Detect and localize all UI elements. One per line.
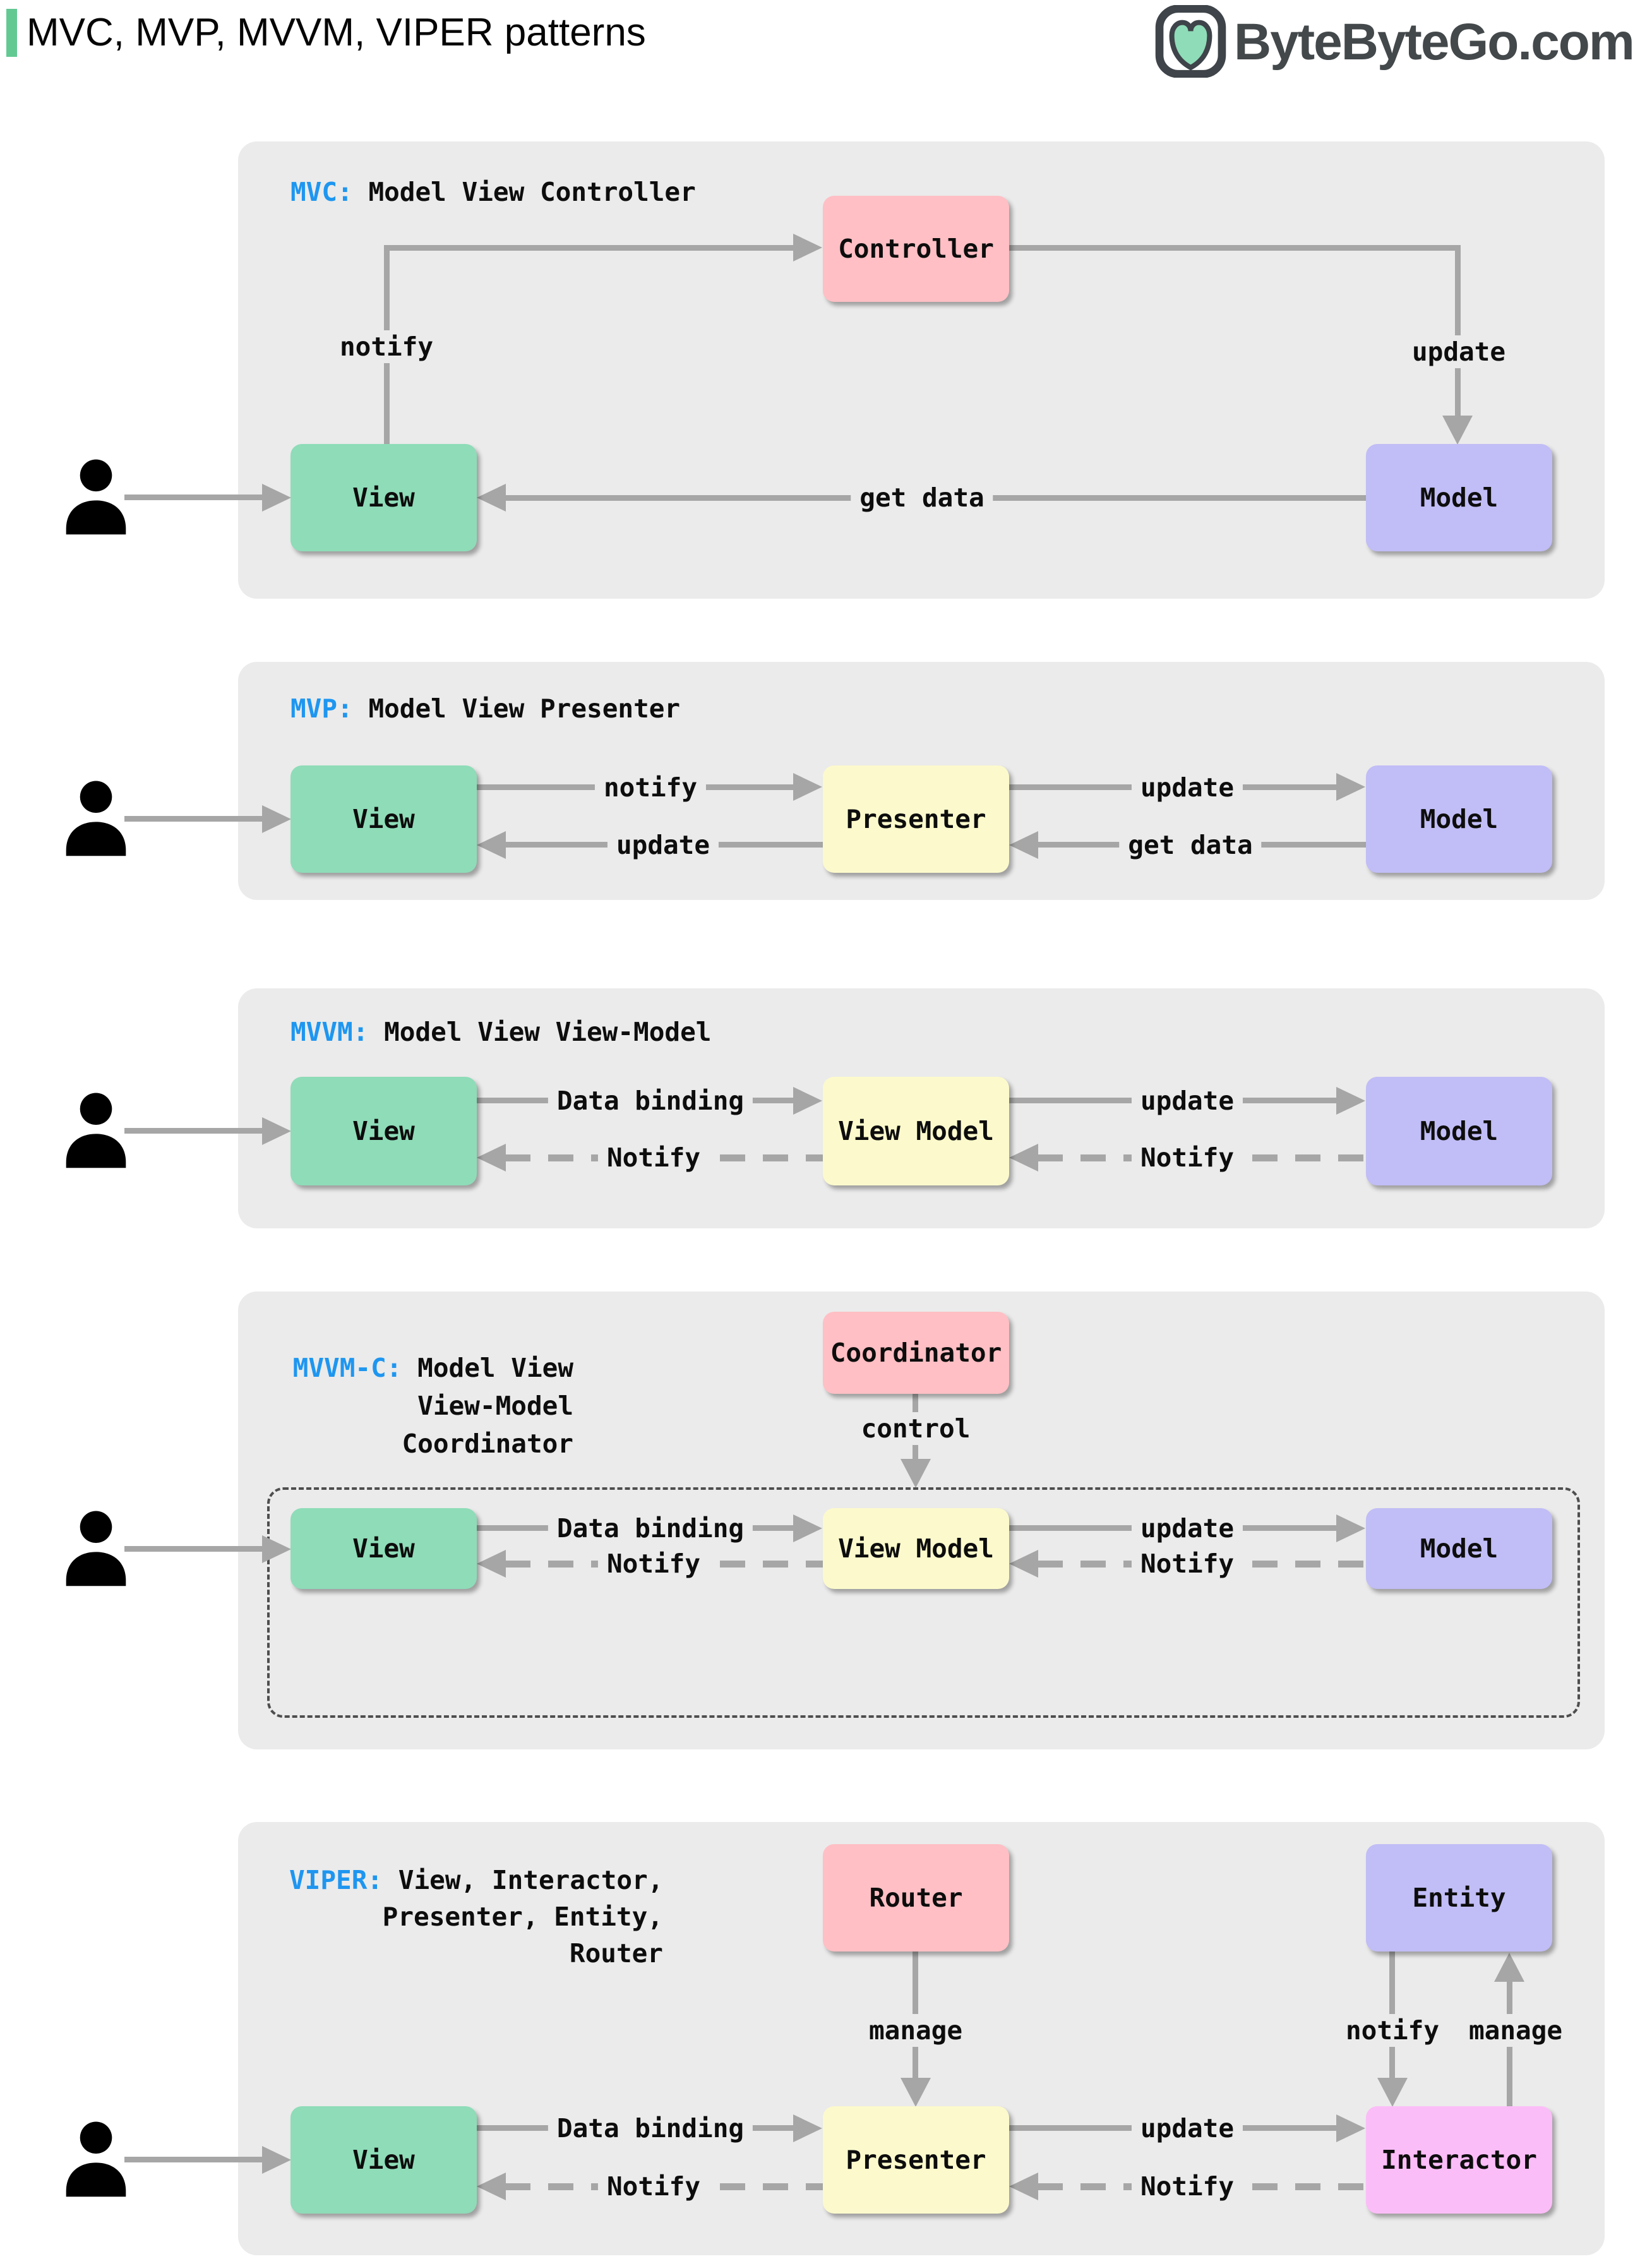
mvvm-data-binding-label: Data binding — [548, 1084, 753, 1117]
viper-notify-entity-arrowhead — [1377, 2078, 1408, 2107]
mvvm-model-box: Model — [1366, 1077, 1552, 1185]
mvc-tag: MVC: — [290, 177, 353, 207]
mvc-user-arrowhead — [262, 484, 291, 512]
mvvm-view-box: View — [290, 1077, 477, 1185]
mvc-panel-title: MVC: Model View Controller — [290, 177, 696, 207]
mvc-notify-line — [384, 245, 794, 251]
user-icon — [66, 781, 126, 856]
mvp-presenter-box: Presenter — [823, 765, 1009, 873]
mvc-view-box: View — [290, 444, 477, 551]
page-title: MVC, MVP, MVVM, VIPER patterns — [27, 11, 646, 54]
mvc-update-line — [1455, 245, 1461, 417]
viper-panel-title: VIPER: View, Interactor, Presenter, Enti… — [289, 1865, 664, 1969]
mvp-update-view-arrowhead — [477, 831, 506, 859]
mvp-user-arrow — [124, 816, 263, 822]
mvp-user-arrowhead — [262, 805, 291, 833]
viper-update-label: update — [1131, 2112, 1243, 2145]
viper-manage-router-label: manage — [859, 2014, 972, 2047]
mvvm-data-binding-arrowhead — [793, 1087, 822, 1115]
bytebytego-logo-text: ByteByteGo.com — [1234, 13, 1635, 71]
mvvm-c-viewmodel-box: View Model — [823, 1508, 1009, 1589]
mvp-notify-arrowhead — [793, 773, 822, 801]
mvvm-c-panel-title: MVVM-C: Model View View-Model Coordinato… — [292, 1353, 573, 1459]
mvvm-c-update-arrowhead — [1336, 1514, 1365, 1542]
mvc-notify-arrowhead — [793, 234, 822, 261]
viper-tag: VIPER: — [289, 1865, 383, 1895]
viper-manage-entity-label: manage — [1459, 2014, 1572, 2047]
mvvm-c-data-binding-label: Data binding — [548, 1512, 753, 1545]
mvc-update-line — [1009, 245, 1461, 251]
mvvm-c-notify-vm-label: Notify — [1131, 1547, 1243, 1580]
mvvm-c-control-label: control — [852, 1412, 979, 1445]
viper-presenter-box: Presenter — [823, 2106, 1009, 2214]
viper-manage-entity-arrowhead — [1494, 1953, 1524, 1982]
viper-user-arrowhead — [262, 2146, 291, 2174]
viper-notify-view-arrowhead — [477, 2173, 506, 2200]
user-icon — [66, 1093, 126, 1168]
viper-notify-view-label: Notify — [597, 2170, 710, 2203]
mvp-update-arrowhead — [1336, 773, 1365, 801]
mvvm-c-data-binding-arrowhead — [793, 1514, 822, 1542]
mvvm-c-tag: MVVM-C: — [292, 1353, 402, 1383]
mvc-notify-label: notify — [330, 330, 443, 363]
mvp-get-data-arrowhead — [1009, 831, 1038, 859]
viper-view-box: View — [290, 2106, 477, 2214]
viper-update-arrowhead — [1336, 2114, 1365, 2142]
mvvm-update-arrowhead — [1336, 1087, 1365, 1115]
mvp-notify-label: notify — [594, 771, 707, 804]
mvp-update-label: update — [1131, 771, 1243, 804]
mvvm-panel-title: MVVM: Model View View-Model — [290, 1017, 712, 1047]
viper-interactor-box: Interactor — [1366, 2106, 1552, 2214]
mvp-panel-title: MVP: Model View Presenter — [290, 693, 681, 724]
mvvm-c-notify-vm-arrowhead — [1009, 1550, 1038, 1578]
mvc-get-data-arrowhead — [477, 484, 506, 512]
mvp-model-box: Model — [1366, 765, 1552, 873]
viper-notify-presenter-arrowhead — [1009, 2173, 1038, 2200]
mvvm-viewmodel-box: View Model — [823, 1077, 1009, 1185]
mvvm-c-update-label: update — [1131, 1512, 1243, 1545]
mvp-update-view-label: update — [607, 829, 719, 861]
mvvm-c-coordinator-box: Coordinator — [823, 1312, 1009, 1394]
viper-entity-box: Entity — [1366, 1844, 1552, 1951]
mvc-model-box: Model — [1366, 444, 1552, 551]
mvp-view-box: View — [290, 765, 477, 873]
title-accent-bar — [6, 9, 17, 57]
mvp-get-data-label: get data — [1119, 829, 1262, 861]
mvvm-c-view-box: View — [290, 1508, 477, 1589]
bytebytego-logo-icon — [1155, 5, 1226, 78]
viper-data-binding-arrowhead — [793, 2114, 822, 2142]
mvc-controller-box: Controller — [823, 196, 1009, 302]
mvp-tag: MVP: — [290, 693, 353, 724]
mvvm-c-user-arrow — [124, 1546, 263, 1552]
user-icon — [66, 459, 126, 535]
mvvm-c-scope-container — [267, 1487, 1580, 1718]
viper-notify-entity-label: notify — [1336, 2014, 1449, 2047]
viper-user-arrow — [124, 2157, 263, 2162]
mvvm-notify-view-label: Notify — [597, 1141, 710, 1174]
mvvm-c-model-box: Model — [1366, 1508, 1552, 1589]
mvvm-notify-vm-label: Notify — [1131, 1141, 1243, 1174]
mvvm-notify-view-arrowhead — [477, 1144, 506, 1172]
mvvm-tag: MVVM: — [290, 1017, 369, 1047]
mvc-update-arrowhead — [1442, 416, 1473, 445]
mvvm-c-notify-view-arrowhead — [477, 1550, 506, 1578]
mvc-update-label: update — [1403, 335, 1515, 368]
viper-manage-router-arrowhead — [901, 2078, 931, 2107]
viper-notify-presenter-label: Notify — [1131, 2170, 1243, 2203]
viper-router-box: Router — [823, 1844, 1009, 1951]
mvvm-c-notify-view-label: Notify — [597, 1547, 710, 1580]
mvvm-user-arrowhead — [262, 1117, 291, 1145]
mvvm-c-user-arrowhead — [262, 1535, 291, 1563]
mvvm-notify-vm-arrowhead — [1009, 1144, 1038, 1172]
mvc-user-arrow — [124, 495, 263, 500]
viper-data-binding-label: Data binding — [548, 2112, 753, 2145]
mvvm-user-arrow — [124, 1128, 263, 1134]
user-icon — [66, 2121, 126, 2197]
mvc-get-data-label: get data — [851, 481, 993, 514]
user-icon — [66, 1511, 126, 1586]
mvvm-c-control-arrowhead — [901, 1459, 931, 1488]
mvvm-update-label: update — [1131, 1084, 1243, 1117]
